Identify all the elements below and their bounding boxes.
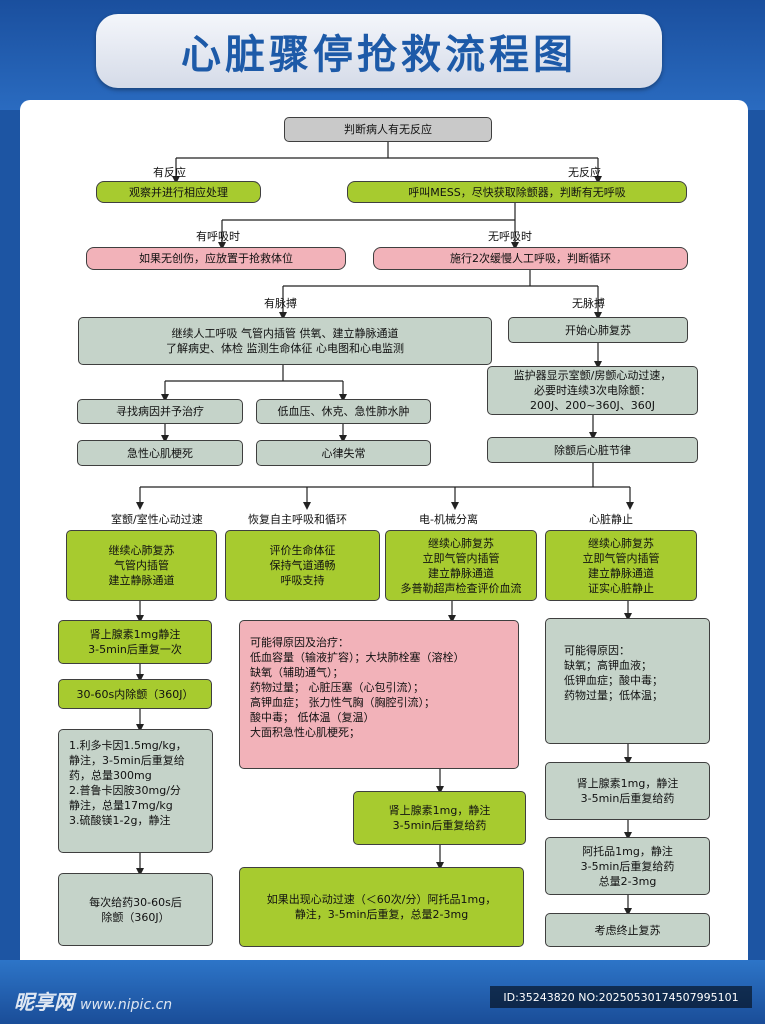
node-rescue-position: 如果无创伤，应放置于抢救体位 bbox=[86, 247, 346, 270]
node-pea-atropine: 如果出现心动过速（＜60次/分）阿托品1mg， 静注，3-5min后重复，总量2… bbox=[239, 867, 524, 947]
node-vf-repeat-defib: 每次给药30-60s后 除颤（360J） bbox=[58, 873, 213, 946]
node-asystole-epinephrine: 肾上腺素1mg，静注 3-5min后重复给药 bbox=[545, 762, 710, 820]
watermark-brand: 昵享网 www.nipic.cn bbox=[14, 986, 172, 1015]
node-pea-causes: 可能得原因及治疗： 低血容量（输液扩容）；大块肺栓塞（溶栓） 缺氧（辅助通气）；… bbox=[239, 620, 519, 769]
watermark-brand-text: 昵享网 bbox=[14, 990, 74, 1014]
node-asystole-cpr: 继续心肺复苏 立即气管内插管 建立静脉通道 证实心脏静止 bbox=[545, 530, 697, 601]
watermark-id: ID:35243820 NO:20250530174507995101 bbox=[490, 986, 752, 1008]
node-slow-breath: 施行2次缓慢人工呼吸，判断循环 bbox=[373, 247, 688, 270]
node-vf-defib: 30-60s内除颤（360J） bbox=[58, 679, 212, 709]
node-observe: 观察并进行相应处理 bbox=[96, 181, 261, 203]
node-stop-resuscitation: 考虑终止复苏 bbox=[545, 913, 710, 947]
node-hypotension-shock: 低血压、休克、急性肺水肿 bbox=[256, 399, 431, 424]
label-has-pulse: 有脉搏 bbox=[264, 297, 297, 310]
node-check-response: 判断病人有无反应 bbox=[284, 117, 492, 142]
label-branch-pea: 电-机械分离 bbox=[419, 513, 478, 526]
node-pea-cpr: 继续心肺复苏 立即气管内插管 建立静脉通道 多普勒超声检查评价血流 bbox=[385, 530, 537, 601]
node-rosc-care: 评价生命体征 保持气道通畅 呼吸支持 bbox=[225, 530, 380, 601]
node-monitor-vf: 监护器显示室颤/房颤心动过速， 必要时连续3次电除颤： 200J、200~360… bbox=[487, 366, 698, 415]
node-ami: 急性心肌梗死 bbox=[77, 440, 243, 466]
node-pulse-care: 继续人工呼吸 气管内插管 供氧、建立静脉通道 了解病史、体检 监测生命体征 心电… bbox=[78, 317, 492, 365]
node-vf-epinephrine: 肾上腺素1mg静注 3-5min后重复一次 bbox=[58, 620, 212, 664]
label-no-pulse: 无脉搏 bbox=[572, 297, 605, 310]
label-no-breath: 无呼吸时 bbox=[488, 230, 532, 243]
label-branch-rosc: 恢复自主呼吸和循环 bbox=[248, 513, 347, 526]
node-vf-cpr: 继续心肺复苏 气管内插管 建立静脉通道 bbox=[66, 530, 217, 601]
node-arrhythmia: 心律失常 bbox=[256, 440, 431, 466]
node-pea-epinephrine: 肾上腺素1mg，静注 3-5min后重复给药 bbox=[353, 791, 526, 845]
page-title: 心脏骤停抢救流程图 bbox=[181, 32, 577, 78]
watermark-url: www.nipic.cn bbox=[80, 997, 173, 1013]
node-call-mess: 呼叫MESS，尽快获取除颤器，判断有无呼吸 bbox=[347, 181, 687, 203]
label-branch-asystole: 心脏静止 bbox=[589, 513, 633, 526]
node-asystole-atropine: 阿托品1mg，静注 3-5min后重复给药 总量2-3mg bbox=[545, 837, 710, 895]
node-start-cpr: 开始心肺复苏 bbox=[508, 317, 688, 343]
title-banner: 心脏骤停抢救流程图 bbox=[96, 14, 662, 88]
node-vf-drugs: 1.利多卡因1.5mg/kg， 静注，3-5min后重复给 药，总量300mg … bbox=[58, 729, 213, 853]
label-has-breath: 有呼吸时 bbox=[196, 230, 240, 243]
node-asystole-causes: 可能得原因： 缺氧；高钾血液； 低钾血症；酸中毒； 药物过量；低体温； bbox=[545, 618, 710, 744]
node-find-cause: 寻找病因并予治疗 bbox=[77, 399, 243, 424]
label-no-response: 无反应 bbox=[568, 166, 601, 179]
label-has-response: 有反应 bbox=[153, 166, 186, 179]
label-branch-vf: 室颤/室性心动过速 bbox=[111, 513, 203, 526]
node-post-defib-rhythm: 除颤后心脏节律 bbox=[487, 437, 698, 463]
